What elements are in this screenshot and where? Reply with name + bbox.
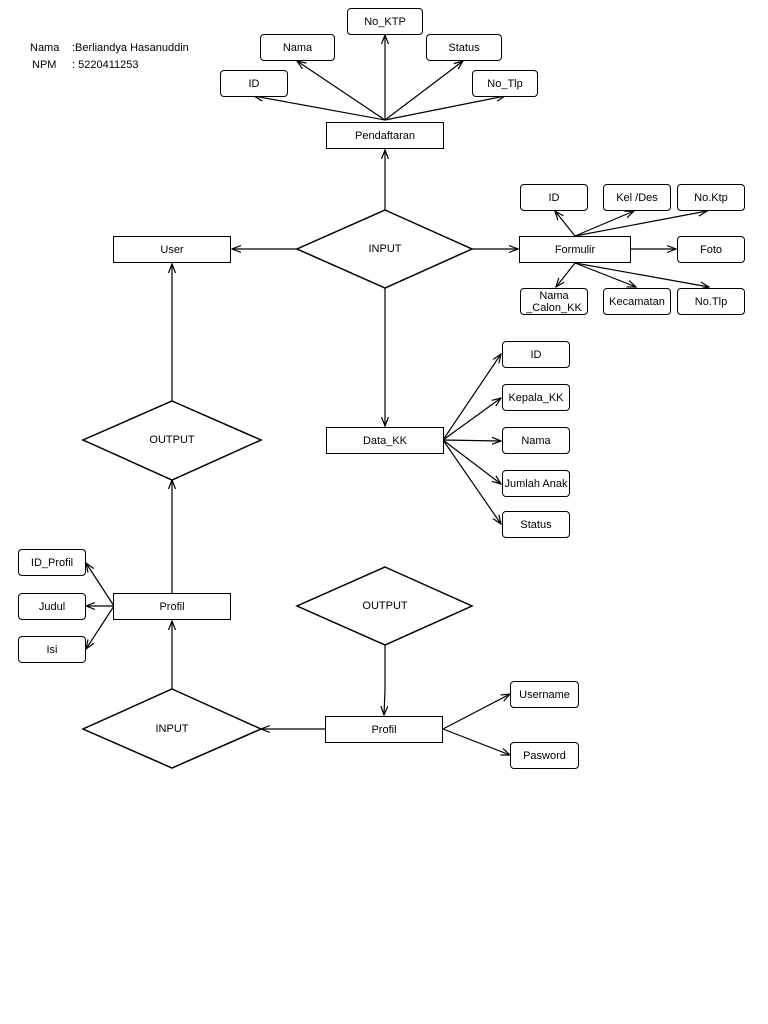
attr-formulir-kecamatan: Kecamatan [603,288,671,315]
attr-datakk-status: Status [502,511,570,538]
edge-datakk-nama [442,440,501,441]
npm-label: NPM [32,59,57,71]
entity-profil-bottom: Profil [325,716,443,743]
entity-formulir: Formulir [519,236,631,263]
edge-pendaftaran-nama [297,61,386,121]
edge-pendaftaran-id [254,96,386,121]
edge-pendaftaran-status [384,61,463,121]
attr-formulir-id: ID [520,184,588,211]
attr-datakk-jumlah-anak: Jumlah Anak [502,470,570,497]
decision-input-top-label: INPUT [368,243,402,255]
edge-datakk-jumlah [442,439,501,484]
attr-profil-id-profil: ID_Profil [18,549,86,576]
edge-formulir-id [555,211,576,237]
edge-pendaftaran-notlp [384,96,505,121]
edge-formulir-kecamatan [574,262,636,287]
attr-pendaftaran-noktp: No_KTP [347,8,423,35]
decision-output-left-label: OUTPUT [149,434,195,446]
entity-pendaftaran: Pendaftaran [326,122,444,149]
edge-datakk-id [442,354,501,441]
entity-profil-top: Profil [113,593,231,620]
edge-output-profil-bottom [384,645,385,715]
name-label: Nama [30,42,60,54]
edge-formulir-noktp [574,211,707,237]
edge-formulir-nama [556,262,576,287]
decision-input-bottom [81,688,263,769]
edge-datakk-kepala [442,398,501,441]
attr-datakk-nama: Nama [502,427,570,454]
edge-formulir-keldes [574,211,634,237]
decision-output-left [81,400,263,481]
attr-datakk-kepala-kk: Kepala_KK [502,384,570,411]
attr-pendaftaran-id: ID [220,70,288,97]
entity-user: User [113,236,231,263]
name-value: :Berliandya Hasanuddin [72,42,189,54]
edge-formulir-notlp [574,262,709,287]
edge-datakk-status [442,439,501,524]
attr-pendaftaran-nama: Nama [260,34,335,61]
attr-profil-username: Username [510,681,579,708]
attr-formulir-noktp: No.Ktp [677,184,745,211]
attr-formulir-keldes: Kel /Des [603,184,671,211]
attr-pendaftaran-notlp: No_Tlp [472,70,538,97]
author-info: Nama :Berliandya Hasanuddin NPM : 52204112… [30,40,189,74]
attr-profil-judul: Judul [18,593,86,620]
npm-value: : 5220411253 [72,59,139,71]
attr-formulir-foto: Foto [677,236,745,263]
attr-profil-pasword: Pasword [510,742,579,769]
edge-profil-username [442,694,510,730]
decision-input-top [295,209,474,289]
edge-profil-idprofil [86,563,115,607]
attr-formulir-notlp: No.Tlp [677,288,745,315]
attr-pendaftaran-status: Status [426,34,502,61]
decision-output-mid [295,566,474,646]
entity-data-kk: Data_KK [326,427,444,454]
attr-profil-isi: Isi [18,636,86,663]
edge-profil-pasword [442,728,510,755]
decision-output-mid-label: OUTPUT [362,600,408,612]
decision-input-bottom-label: INPUT [155,723,189,735]
attr-formulir-nama-calon-kk: Nama _Calon_KK [520,288,588,315]
attr-datakk-id: ID [502,341,570,368]
edge-profil-isi [86,605,115,649]
